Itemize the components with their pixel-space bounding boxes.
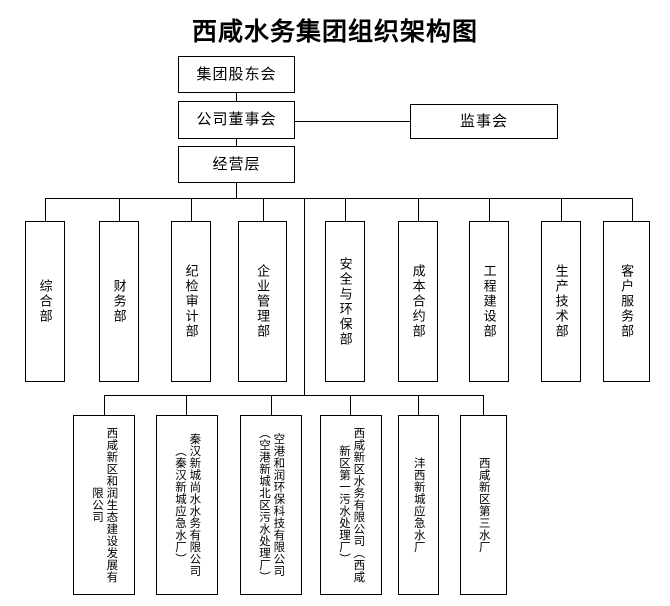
- connector-management-to-subsidiary-bus: [304, 198, 306, 395]
- drop-line-sub-6: [483, 395, 485, 415]
- drop-line-dept-9: [632, 198, 634, 221]
- node-subsidiary-qinhan-shangshui[interactable]: 秦汉新城尚水水务有限公司（秦汉新城应急水厂）: [156, 415, 218, 595]
- node-subsidiary-xixian-third-plant[interactable]: 西咸新区第三水厂: [460, 415, 507, 595]
- drop-line-dept-7: [489, 198, 491, 221]
- drop-line-sub-3: [271, 395, 273, 415]
- node-department-discipline-audit[interactable]: 纪检审计部: [171, 221, 211, 382]
- drop-line-dept-6: [418, 198, 420, 221]
- node-department-production-technology[interactable]: 生产技术部: [541, 221, 581, 382]
- node-subsidiary-herun-ecology[interactable]: 西咸新区和润生态建设发展有限公司: [73, 415, 135, 595]
- connector-management-to-bus: [236, 182, 238, 199]
- node-department-cost-contract[interactable]: 成本合约部: [398, 221, 438, 382]
- drop-line-sub-1: [104, 395, 106, 415]
- node-shareholders-meeting[interactable]: 集团股东会: [178, 56, 295, 93]
- node-management-layer[interactable]: 经营层: [178, 146, 295, 183]
- node-subsidiary-xixian-water[interactable]: 西咸新区水务有限公司（西咸新区第一污水处理厂）: [320, 415, 382, 595]
- drop-line-dept-3: [191, 198, 193, 221]
- node-board-of-supervisors[interactable]: 监事会: [410, 104, 558, 139]
- drop-line-dept-2: [119, 198, 121, 221]
- connector-board-to-management: [236, 138, 238, 147]
- node-department-engineering-construction[interactable]: 工程建设部: [469, 221, 509, 382]
- node-subsidiary-konggang-herun[interactable]: 空港和润环保科技有限公司（空港新城北区污水处理厂）: [240, 415, 302, 595]
- subsidiary-bus-line: [104, 395, 484, 397]
- node-subsidiary-fengxi-emergency-plant[interactable]: 沣西新城应急水厂: [398, 415, 439, 595]
- drop-line-sub-5: [418, 395, 420, 415]
- department-bus-line: [45, 198, 632, 200]
- connector-shareholders-to-board: [236, 92, 238, 102]
- page-title: 西咸水务集团组织架构图: [191, 19, 478, 46]
- drop-line-dept-1: [45, 198, 47, 221]
- node-department-general-office[interactable]: 综合部: [25, 221, 65, 382]
- drop-line-sub-2: [186, 395, 188, 415]
- node-department-enterprise-management[interactable]: 企业管理部: [238, 221, 287, 382]
- drop-line-sub-4: [350, 395, 352, 415]
- drop-line-dept-5: [345, 198, 347, 221]
- connector-board-to-supervisors: [294, 121, 411, 123]
- drop-line-dept-8: [561, 198, 563, 221]
- node-department-customer-service[interactable]: 客户服务部: [603, 221, 650, 382]
- node-department-finance[interactable]: 财务部: [99, 221, 139, 382]
- drop-line-dept-4: [263, 198, 265, 221]
- node-department-safety-environment[interactable]: 安全与环保部: [325, 221, 365, 382]
- node-board-of-directors[interactable]: 公司董事会: [178, 101, 295, 139]
